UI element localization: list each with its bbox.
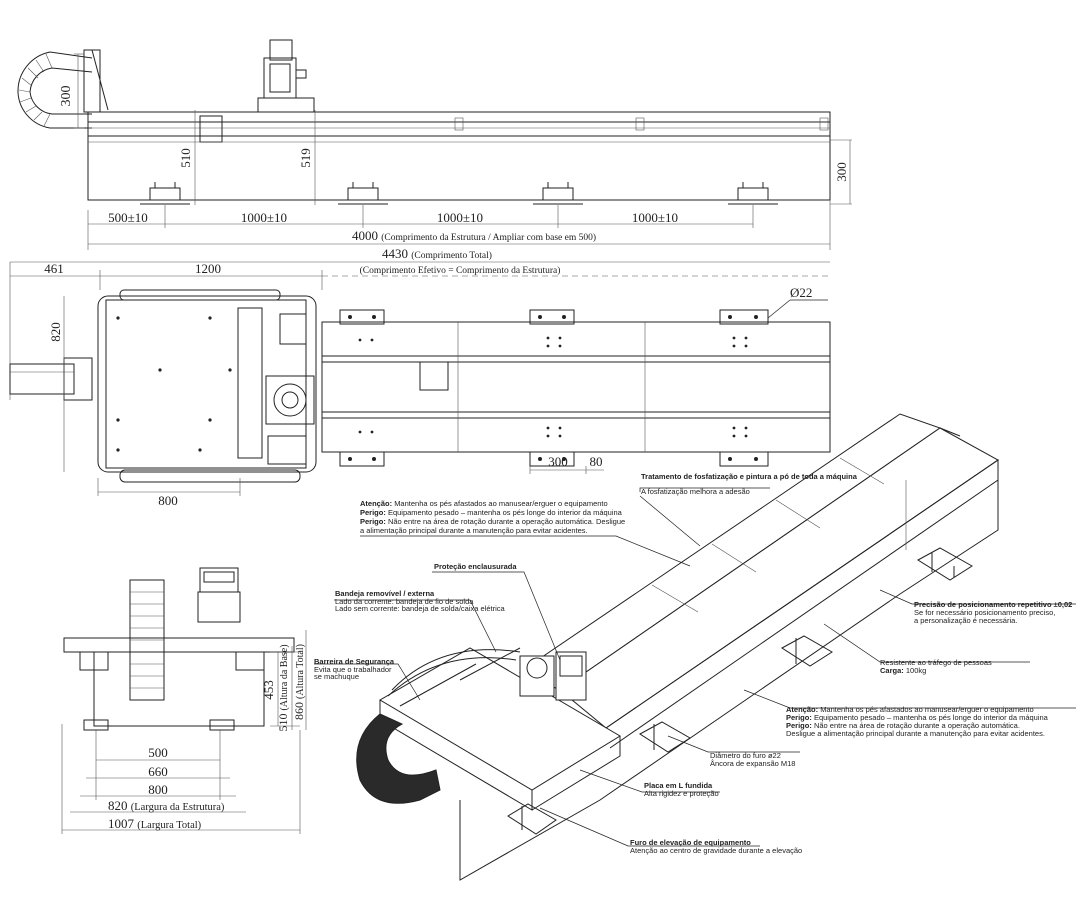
dim-1000-b: 1000±10: [437, 210, 483, 225]
callout-hole: Diâmetro do furo ø22 Âncora de expansão …: [710, 751, 795, 768]
dim-4000: 4000 (Comprimento da Estrutura / Ampliar…: [352, 228, 596, 243]
callout-barrier: Barreira de Segurança Evita que o trabal…: [314, 657, 396, 681]
dim-1000-c: 1000±10: [632, 210, 678, 225]
isometric-view: Tratamento de fosfatização e pintura a p…: [314, 413, 1076, 881]
dim-510-side: 510 (Altura da Base): [276, 644, 290, 731]
dim-1000-a: 1000±10: [241, 210, 287, 225]
dim-500-side: 500: [148, 745, 168, 760]
dim-1200: 1200: [195, 261, 221, 276]
effective-length-note: (Comprimento Efetivo = Comprimento da Es…: [360, 265, 561, 276]
dim-800-top: 800: [158, 493, 178, 508]
callout-lift: Furo de elevação de equipamento Atenção …: [630, 838, 802, 855]
dim-820-side: 820 (Largura da Estrutura): [108, 798, 225, 813]
dim-860: 860 (Altura Total): [292, 644, 306, 720]
callout-plate: Placa em L fundida Alta rigidez e proteç…: [644, 781, 719, 798]
dim-800-side: 800: [148, 782, 168, 797]
dim-chain-height: 300: [59, 86, 74, 107]
dim-510: 510: [178, 148, 193, 168]
callout-precision: Precisão de posicionamento repetitivo ±0…: [914, 600, 1074, 625]
dim-820-top: 820: [48, 322, 63, 342]
front-view: 300 510 519 300 500±10 1000±10 1000±10 1…: [10, 39, 852, 263]
side-view: 453 510 (Altura da Base) 860 (Altura Tot…: [61, 567, 307, 834]
dim-660: 660: [148, 764, 168, 779]
callout-warning-2: Atenção: Mantenha os pés afastados ao ma…: [786, 705, 1050, 738]
dim-4430: 4430 (Comprimento Total): [382, 246, 492, 261]
callout-tray: Bandeja removível / externa Lado da corr…: [335, 589, 506, 613]
dim-519: 519: [298, 148, 313, 168]
callout-traffic: Resistente ao tráfego de pessoas Carga: …: [880, 658, 994, 675]
top-view: 461 1200 (Comprimento Efetivo = Comprime…: [9, 261, 831, 508]
dim-453: 453: [261, 680, 276, 700]
dim-300-right: 300: [834, 162, 849, 182]
dim-500: 500±10: [108, 210, 148, 225]
dim-300-bot: 300: [548, 454, 568, 469]
callout-warning-1: Atenção: Mantenha os pés afastados ao ma…: [360, 499, 627, 535]
callout-enclosed: Proteção enclausurada: [434, 562, 517, 571]
dim-1007: 1007 (Largura Total): [108, 816, 202, 831]
dim-80: 80: [590, 454, 603, 469]
dim-phi22: Ø22: [790, 285, 812, 300]
callout-paint: Tratamento de fosfatização e pintura a p…: [641, 472, 859, 496]
dim-461: 461: [44, 261, 64, 276]
